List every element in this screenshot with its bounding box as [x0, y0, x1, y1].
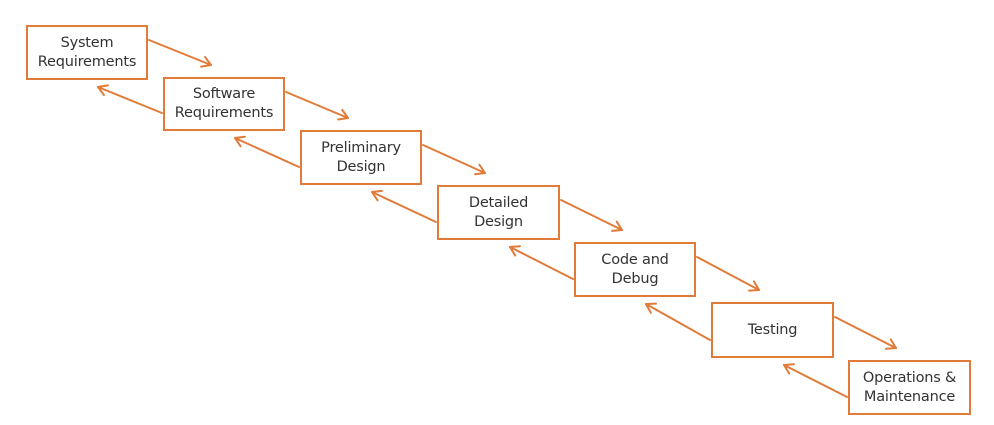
forward-arrow-icon	[422, 144, 486, 176]
backward-arrow-icon	[783, 363, 848, 398]
forward-arrow-icon	[834, 316, 897, 350]
stage-label: System Requirements	[37, 34, 137, 70]
backward-arrow-icon	[645, 302, 711, 341]
stage-operations-maintenance: Operations & Maintenance	[848, 360, 971, 415]
forward-arrow-icon	[285, 91, 349, 121]
forward-arrow-icon	[696, 256, 760, 292]
backward-arrow-icon	[97, 84, 163, 114]
forward-arrow-icon	[148, 39, 212, 68]
stage-testing: Testing	[711, 302, 834, 358]
stage-code-and-debug: Code and Debug	[574, 242, 696, 297]
stage-software-requirements: Software Requirements	[163, 77, 285, 131]
backward-arrow-icon	[509, 245, 574, 280]
stage-label: Preliminary Design	[321, 139, 401, 175]
stage-detailed-design: Detailed Design	[437, 185, 560, 240]
stage-label: Operations & Maintenance	[862, 369, 957, 405]
backward-arrow-icon	[371, 189, 437, 223]
stage-system-requirements: System Requirements	[26, 25, 148, 80]
stage-label: Testing	[747, 321, 798, 338]
stage-preliminary-design: Preliminary Design	[300, 130, 422, 185]
stage-label: Software Requirements	[174, 86, 274, 121]
stage-label: Detailed Design	[468, 194, 529, 230]
backward-arrow-icon	[234, 135, 300, 168]
stage-label: Code and Debug	[601, 251, 669, 287]
forward-arrow-icon	[560, 199, 623, 232]
